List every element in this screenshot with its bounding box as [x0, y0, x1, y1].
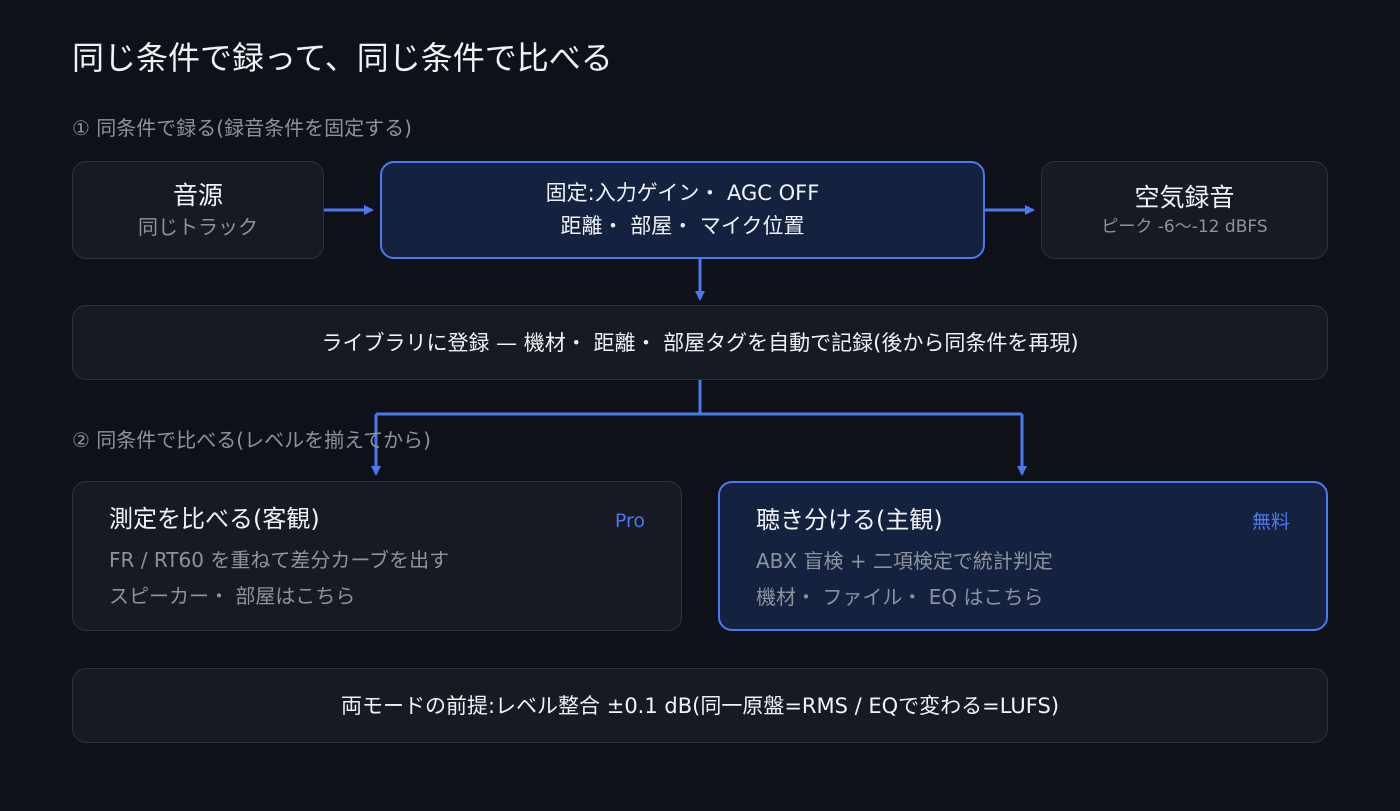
fixed-conditions-line2: 距離・ 部屋・ マイク位置	[560, 214, 805, 238]
measure-card-title: 測定を比べる(客観)	[109, 505, 320, 533]
premise-text: 両モードの前提:レベル整合 ±0.1 dB(同一原盤=RMS / EQで変わる=…	[340, 693, 1060, 718]
free-badge: 無料	[1251, 511, 1290, 533]
air-recording-title: 空気録音	[1134, 183, 1235, 212]
page-title: 同じ条件で録って、同じ条件で比べる	[72, 39, 613, 77]
measure-card-line2: スピーカー・ 部屋はこちら	[109, 584, 356, 608]
library-text: ライブラリに登録 — 機材・ 距離・ 部屋タグを自動で記録(後から同条件を再現)	[321, 330, 1079, 355]
source-title: 音源	[172, 181, 223, 210]
measure-card-line1: FR / RT60 を重ねて差分カーブを出す	[109, 548, 450, 572]
listen-card-line2: 機材・ ファイル・ EQ はこちら	[756, 585, 1044, 609]
source-box: 音源 同じトラック	[72, 161, 324, 259]
air-recording-peak: ピーク -6〜-12 dBFS	[1101, 217, 1268, 237]
listen-card[interactable]: 聴き分ける(主観) 無料 ABX 盲検 + 二項検定で統計判定 機材・ ファイル…	[718, 481, 1328, 631]
fixed-conditions-box: 固定:入力ゲイン・ AGC OFF 距離・ 部屋・ マイク位置	[380, 161, 985, 259]
air-recording-box: 空気録音 ピーク -6〜-12 dBFS	[1041, 161, 1328, 259]
listen-card-title: 聴き分ける(主観)	[756, 506, 943, 534]
premise-box: 両モードの前提:レベル整合 ±0.1 dB(同一原盤=RMS / EQで変わる=…	[72, 668, 1328, 743]
source-subtitle: 同じトラック	[138, 215, 258, 239]
measure-card[interactable]: 測定を比べる(客観) Pro FR / RT60 を重ねて差分カーブを出す スピ…	[72, 481, 682, 631]
section-label-compare: ② 同条件で比べる(レベルを揃えてから)	[72, 428, 431, 452]
section-label-record: ① 同条件で録る(録音条件を固定する)	[72, 116, 412, 140]
fixed-conditions-line1: 固定:入力ゲイン・ AGC OFF	[545, 181, 820, 205]
listen-card-line1: ABX 盲検 + 二項検定で統計判定	[756, 549, 1053, 573]
pro-badge: Pro	[614, 510, 645, 532]
library-box: ライブラリに登録 — 機材・ 距離・ 部屋タグを自動で記録(後から同条件を再現)	[72, 305, 1328, 380]
